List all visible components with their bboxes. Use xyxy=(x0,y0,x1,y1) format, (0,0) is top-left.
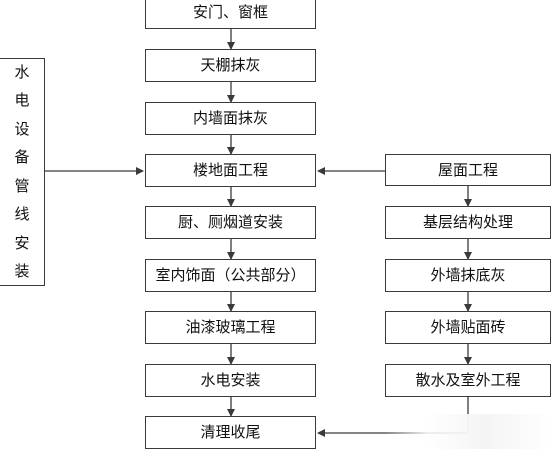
step-interior-finishes: 室内饰面（公共部分） xyxy=(145,259,316,292)
step-ceiling-plaster: 天棚抹灰 xyxy=(145,49,316,82)
side-char: 水 xyxy=(14,63,30,81)
side-char: 设 xyxy=(14,119,30,138)
step-interior-wall-plaster: 内墙面抹灰 xyxy=(145,102,316,135)
side-char: 管 xyxy=(14,176,30,195)
step-base-structure: 基层结构处理 xyxy=(385,206,551,239)
side-char: 备 xyxy=(14,148,30,167)
side-char: 安 xyxy=(14,233,30,252)
step-kitchen-toilet-flue: 厨、厕烟道安装 xyxy=(145,206,316,239)
side-char: 装 xyxy=(14,261,30,280)
step-apron-outdoor-works: 散水及室外工程 xyxy=(385,364,551,397)
step-roof-works: 屋面工程 xyxy=(385,154,551,186)
step-floor-works: 楼地面工程 xyxy=(145,154,316,187)
step-install-door-window-frames: 安门、窗框 xyxy=(145,0,316,29)
step-mep-installation: 水电安装 xyxy=(145,364,316,397)
step-exterior-base-plaster: 外墙抹底灰 xyxy=(385,259,551,292)
side-box-mep-pipelines: 水 电 设 备 管 线 安 装 xyxy=(0,58,45,286)
side-char: 电 xyxy=(14,91,30,110)
step-paint-glass: 油漆玻璃工程 xyxy=(145,311,316,344)
step-cleanup: 清理收尾 xyxy=(145,416,316,449)
step-exterior-tiles: 外墙贴面砖 xyxy=(385,311,551,344)
side-char: 线 xyxy=(14,205,30,224)
